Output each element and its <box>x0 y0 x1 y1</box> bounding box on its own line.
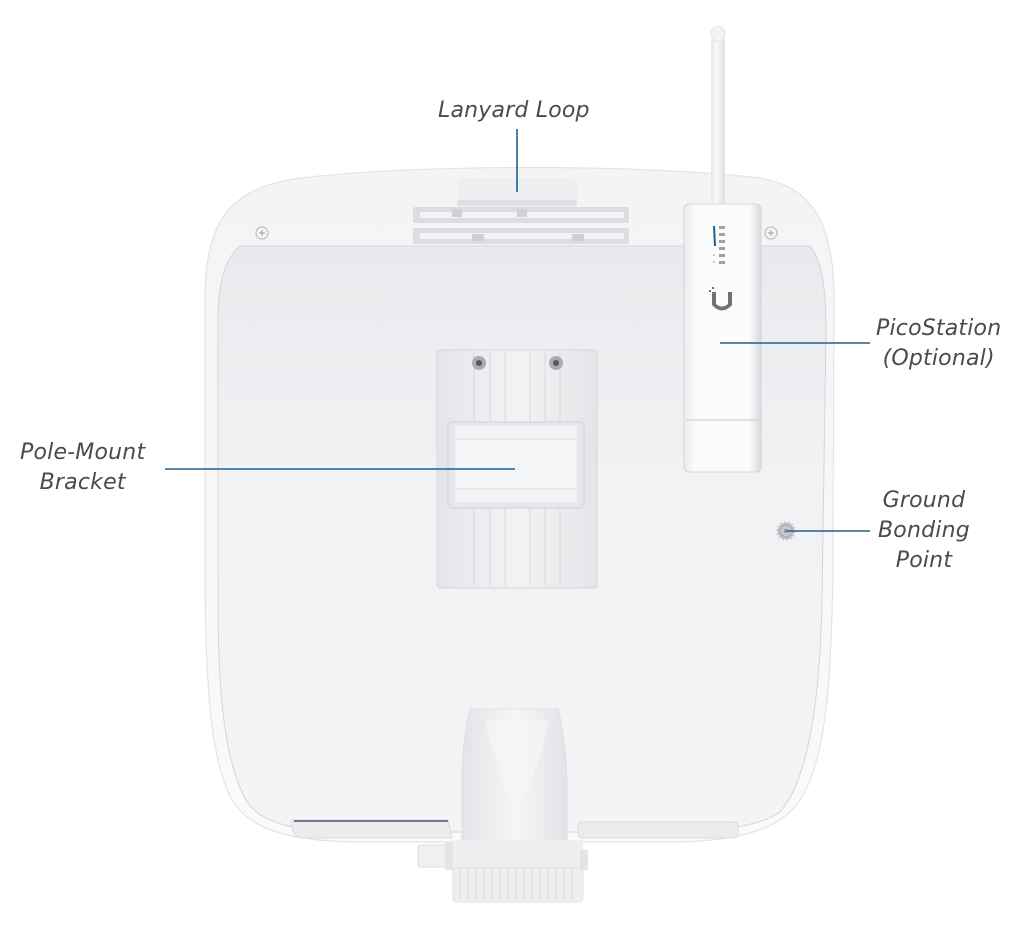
callout-picostation-line1: PicoStation <box>876 316 1002 341</box>
callout-ground-bonding-point-line1: Ground <box>882 488 966 513</box>
callout-pole-mount-bracket: Pole-Mount Bracket <box>20 438 145 498</box>
screw-right-icon <box>764 226 778 240</box>
callout-pole-mount-bracket-line1: Pole-Mount <box>20 440 146 465</box>
cable-connector-housing <box>417 708 588 903</box>
callout-picostation-line2: (Optional) <box>882 346 995 371</box>
callout-ground-bonding-point-line2: Bonding <box>878 518 970 543</box>
screw-left-icon <box>255 226 269 240</box>
picostation-antenna <box>710 25 726 206</box>
picostation-device <box>683 203 762 473</box>
callout-lanyard-loop: Lanyard Loop <box>438 96 590 126</box>
vent-slots <box>413 207 629 244</box>
led-indicator-icon <box>713 226 725 264</box>
pole-mount-bracket <box>436 349 598 589</box>
callout-ground-bonding-point-line3: Point <box>895 548 953 573</box>
callout-lanyard-loop-line1: Lanyard Loop <box>438 98 590 123</box>
ubiquiti-logo-icon <box>709 287 732 311</box>
callout-picostation: PicoStation (Optional) <box>876 314 1001 374</box>
callout-ground-bonding-point: Ground Bonding Point <box>878 486 970 576</box>
callout-pole-mount-bracket-line2: Bracket <box>39 470 126 495</box>
bottom-slots <box>291 819 739 839</box>
leader-lines <box>165 129 870 532</box>
